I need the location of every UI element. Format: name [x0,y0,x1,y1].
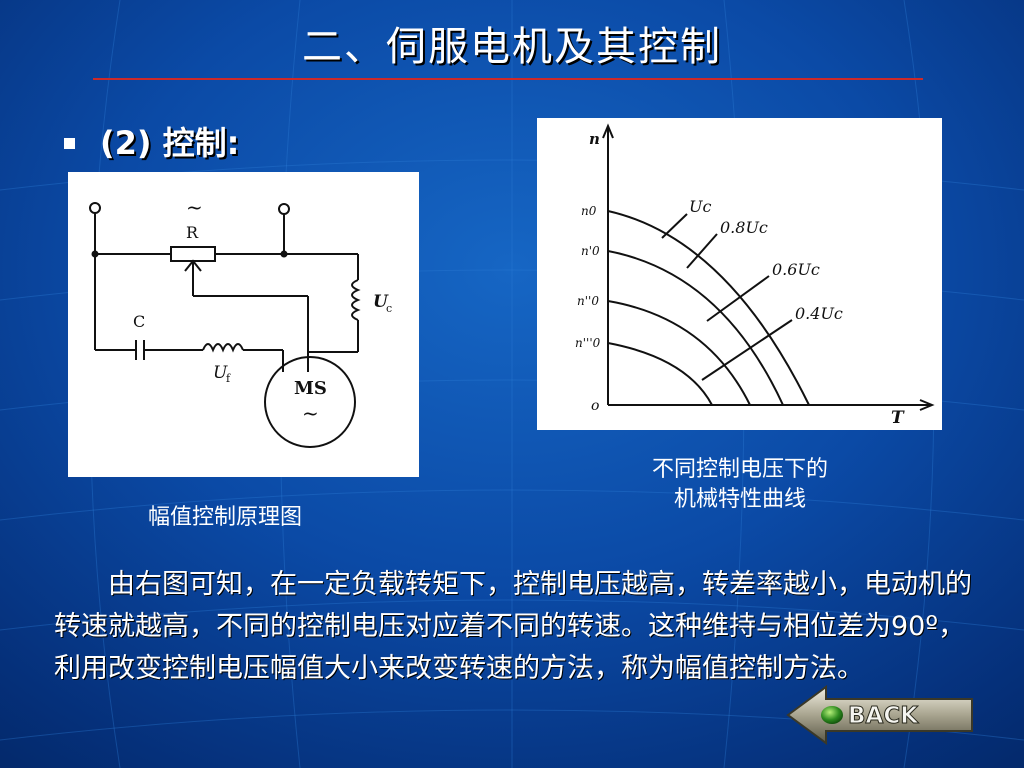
circuit-caption: 幅值控制原理图 [147,505,302,530]
chart-svg: n T o n0 n'0 n''0 n'''0 Uc 0.8Uc 0.6Uc 0… [575,123,935,428]
control-voltage-label: U [373,292,389,312]
y-axis-label: n [589,130,600,148]
circuit-svg: ~ R C U c U f MS ~ [89,195,392,448]
explanation-paragraph: 由右图可知，在一定负载转矩下，控制电压越高，转差率越小，电动机的转速就越高，不同… [54,569,972,684]
bullet-icon [64,138,75,149]
y-tick-n0-prime: n'0 [581,244,600,258]
curve-08uc [607,250,784,406]
characteristic-chart: n T o n0 n'0 n''0 n'''0 Uc 0.8Uc 0.6Uc 0… [537,118,942,430]
back-button[interactable]: BACK [786,685,976,745]
capacitor-label: C [133,312,145,331]
x-axis-label: T [891,408,905,428]
field-voltage-sub: f [226,372,231,385]
circuit-diagram: ~ R C U c U f MS ~ [68,172,419,477]
control-voltage-sub: c [386,302,392,315]
resistor-symbol: ~ [186,195,203,219]
origin-label: o [591,398,599,414]
curve-label-04uc: 0.4Uc [795,304,843,323]
motor-label: MS [294,378,327,399]
motor-symbol: ~ [302,401,319,425]
chart-caption-line2: 机械特性曲线 [673,487,806,512]
curve-label-uc: Uc [689,197,711,216]
field-voltage-label: U [213,363,228,383]
y-tick-n0: n0 [581,204,597,218]
chart-caption: 不同控制电压下的 机械特性曲线 [590,455,890,515]
y-tick-n0-double-prime: n''0 [577,294,599,308]
resistor-label: R [186,223,199,242]
subheading: (2) 控制: [100,124,240,162]
title-underline [93,78,923,80]
chart-caption-line1: 不同控制电压下的 [651,457,828,482]
curve-uc [607,210,810,406]
curve-06uc [607,300,751,406]
curve-04uc [607,342,713,406]
gem-icon [821,706,843,724]
slide-title: 二、伺服电机及其控制 [302,24,722,70]
curve-label-06uc: 0.6Uc [772,260,820,279]
curve-label-08uc: 0.8Uc [720,218,768,237]
back-label: BACK [848,703,919,729]
y-tick-n0-triple-prime: n'''0 [575,336,601,350]
